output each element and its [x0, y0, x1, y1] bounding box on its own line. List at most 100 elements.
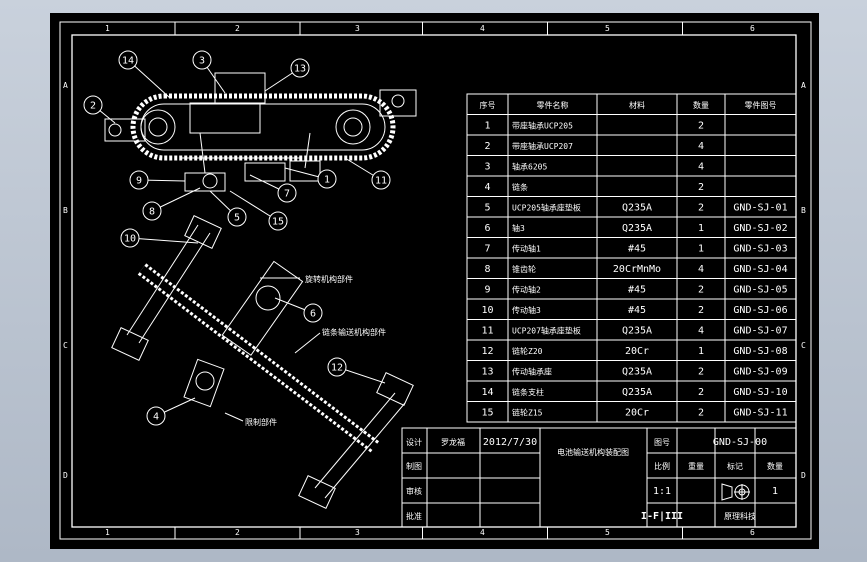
bom-cell: 链轮Z15	[512, 408, 543, 418]
bom-cell: GND-SJ-03	[733, 244, 787, 255]
bom-cell: 4	[698, 141, 704, 152]
label-mark: 标记	[727, 461, 743, 471]
zone-mark-top: 1	[105, 24, 110, 33]
bom-cell: 2	[698, 203, 704, 214]
zone-mark-right: B	[801, 206, 806, 215]
balloon-4: 4	[146, 406, 166, 426]
bom-header: 材料	[629, 100, 645, 110]
bom-cell: 带座轴承UCP207	[512, 141, 573, 151]
bom-cell: 2	[698, 182, 704, 193]
bom-cell: 4	[484, 182, 490, 193]
balloon-13: 13	[290, 58, 310, 78]
bom-cell: 2	[698, 387, 704, 398]
balloon-7: 7	[277, 183, 297, 203]
qty-value: 1	[772, 486, 778, 497]
outer-frame	[59, 21, 812, 540]
bom-cell: GND-SJ-10	[733, 387, 787, 398]
bom-cell: #45	[628, 305, 646, 316]
zone-mark-top: 4	[480, 24, 485, 33]
school-logo: I-F|III	[641, 511, 683, 522]
balloon-2: 2	[83, 95, 103, 115]
bom-cell: 2	[484, 141, 490, 152]
bom-cell: 2	[698, 121, 704, 132]
bom-cell: 8	[484, 264, 490, 275]
bom-cell: 2	[698, 285, 704, 296]
zone-mark-right: D	[801, 471, 806, 480]
zone-mark-top: 3	[355, 24, 360, 33]
bom-cell: 带座轴承UCP205	[512, 121, 573, 131]
zone-mark-right: A	[801, 81, 806, 90]
bom-cell: 2	[698, 367, 704, 378]
label-draw: 制图	[406, 461, 422, 471]
balloon-leader	[129, 237, 199, 244]
balloon-14: 14	[118, 50, 138, 70]
bom-cell: 10	[481, 305, 493, 316]
balloon-circle	[290, 58, 310, 78]
bom-cell: 2	[698, 408, 704, 419]
drawing-number: GND-SJ-00	[713, 437, 767, 448]
bom-cell: UCP207轴承座垫板	[512, 326, 581, 336]
bom-cell: 20Cr	[625, 346, 649, 357]
balloon-circle	[120, 228, 140, 248]
bom-cell: 1	[698, 223, 704, 234]
bom-cell: GND-SJ-01	[733, 203, 787, 214]
annotation-notes: 旋转机构部件 链条输送机构部件 限制部件	[224, 274, 386, 427]
zone-mark-bottom: 1	[105, 528, 110, 537]
balloon-circle	[268, 211, 288, 231]
bom-cell: GND-SJ-06	[733, 305, 787, 316]
zone-mark-left: A	[63, 81, 68, 90]
zone-mark-right: C	[801, 341, 806, 350]
balloon-label: 13	[294, 64, 306, 75]
bom-cell: GND-SJ-04	[733, 264, 787, 275]
balloon-label: 3	[199, 56, 205, 67]
bom-cell: #45	[628, 244, 646, 255]
bom-cell: Q235A	[622, 367, 652, 378]
note-conveyor-chain: 链条输送机构部件	[322, 327, 386, 337]
note-rotating-mech: 旋转机构部件	[305, 274, 353, 284]
bom-cell: 13	[481, 367, 493, 378]
conveyor-elevation-view	[104, 72, 417, 192]
bom-cell: GND-SJ-02	[733, 223, 787, 234]
bom-cell: UCP205轴承座垫板	[512, 203, 581, 213]
balloon-label: 15	[272, 217, 284, 228]
balloon-12: 12	[327, 357, 347, 377]
balloon-label: 11	[375, 176, 387, 187]
balloon-circle	[129, 170, 149, 190]
balloon-5: 5	[227, 207, 247, 227]
balloon-circle	[192, 50, 212, 70]
balloon-label: 14	[122, 56, 134, 67]
bom-cell: 11	[481, 326, 493, 337]
bom-cell: 7	[484, 244, 490, 255]
design-date: 2012/7/30	[483, 437, 537, 448]
balloon-3: 3	[192, 50, 212, 70]
balloon-circle	[83, 95, 103, 115]
zone-mark-top: 2	[235, 24, 240, 33]
bom-cell: GND-SJ-07	[733, 326, 787, 337]
bom-cell: 9	[484, 285, 490, 296]
balloon-8: 8	[142, 201, 162, 221]
bom-cell: Q235A	[622, 387, 652, 398]
zone-mark-bottom: 5	[605, 528, 610, 537]
balloon-label: 9	[136, 176, 142, 187]
label-approve: 批准	[406, 511, 422, 521]
bom-cell: 链条	[512, 182, 528, 192]
bom-header: 零件名称	[537, 100, 569, 110]
bom-cell: 链轮Z20	[512, 346, 543, 356]
bom-cell: 4	[698, 264, 704, 275]
balloon-label: 2	[90, 101, 96, 112]
balloon-label: 10	[124, 234, 136, 245]
bom-cell: 传动轴3	[512, 305, 541, 315]
drawing-title: 电池输送机构装配图	[557, 447, 629, 457]
bom-cell: 15	[481, 408, 493, 419]
bom-cell: GND-SJ-11	[733, 408, 787, 419]
bom-cell: 1	[484, 121, 490, 132]
bom-cell: 锥齿轮	[512, 264, 536, 274]
zone-mark-left: C	[63, 341, 68, 350]
bom-header: 序号	[480, 100, 496, 110]
bom-cell: 20Cr	[625, 408, 649, 419]
balloon-circle	[118, 50, 138, 70]
projection-symbol-icon	[721, 483, 750, 501]
